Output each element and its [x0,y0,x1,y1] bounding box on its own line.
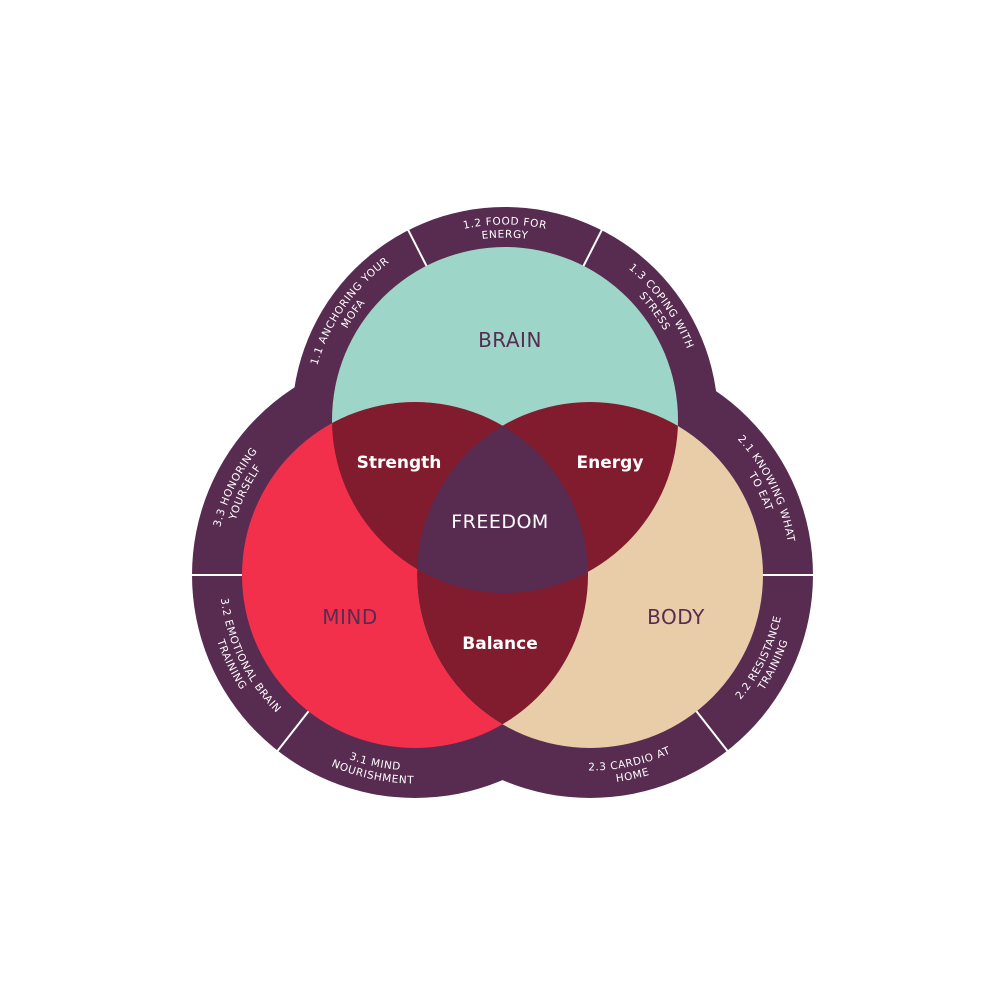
segment-dividers [190,227,815,753]
brain-ring-divider [406,227,429,269]
body-ring-divider [694,709,730,753]
brain-segment-2-line-1: 1.2 FOOD FOR [462,215,548,231]
brain-label: BRAIN [478,328,542,352]
energy-label: Energy [577,453,644,473]
overlap-center [417,402,588,593]
body-label: BODY [647,605,705,629]
brain-segment-2-line-2: ENERGY [481,228,529,241]
balance-label: Balance [462,634,537,654]
strength-label: Strength [357,453,442,473]
mind-label: MIND [322,605,378,629]
brain-ring-divider [581,227,604,269]
mind-ring-divider [275,709,311,753]
freedom-label: FREEDOM [451,511,549,533]
